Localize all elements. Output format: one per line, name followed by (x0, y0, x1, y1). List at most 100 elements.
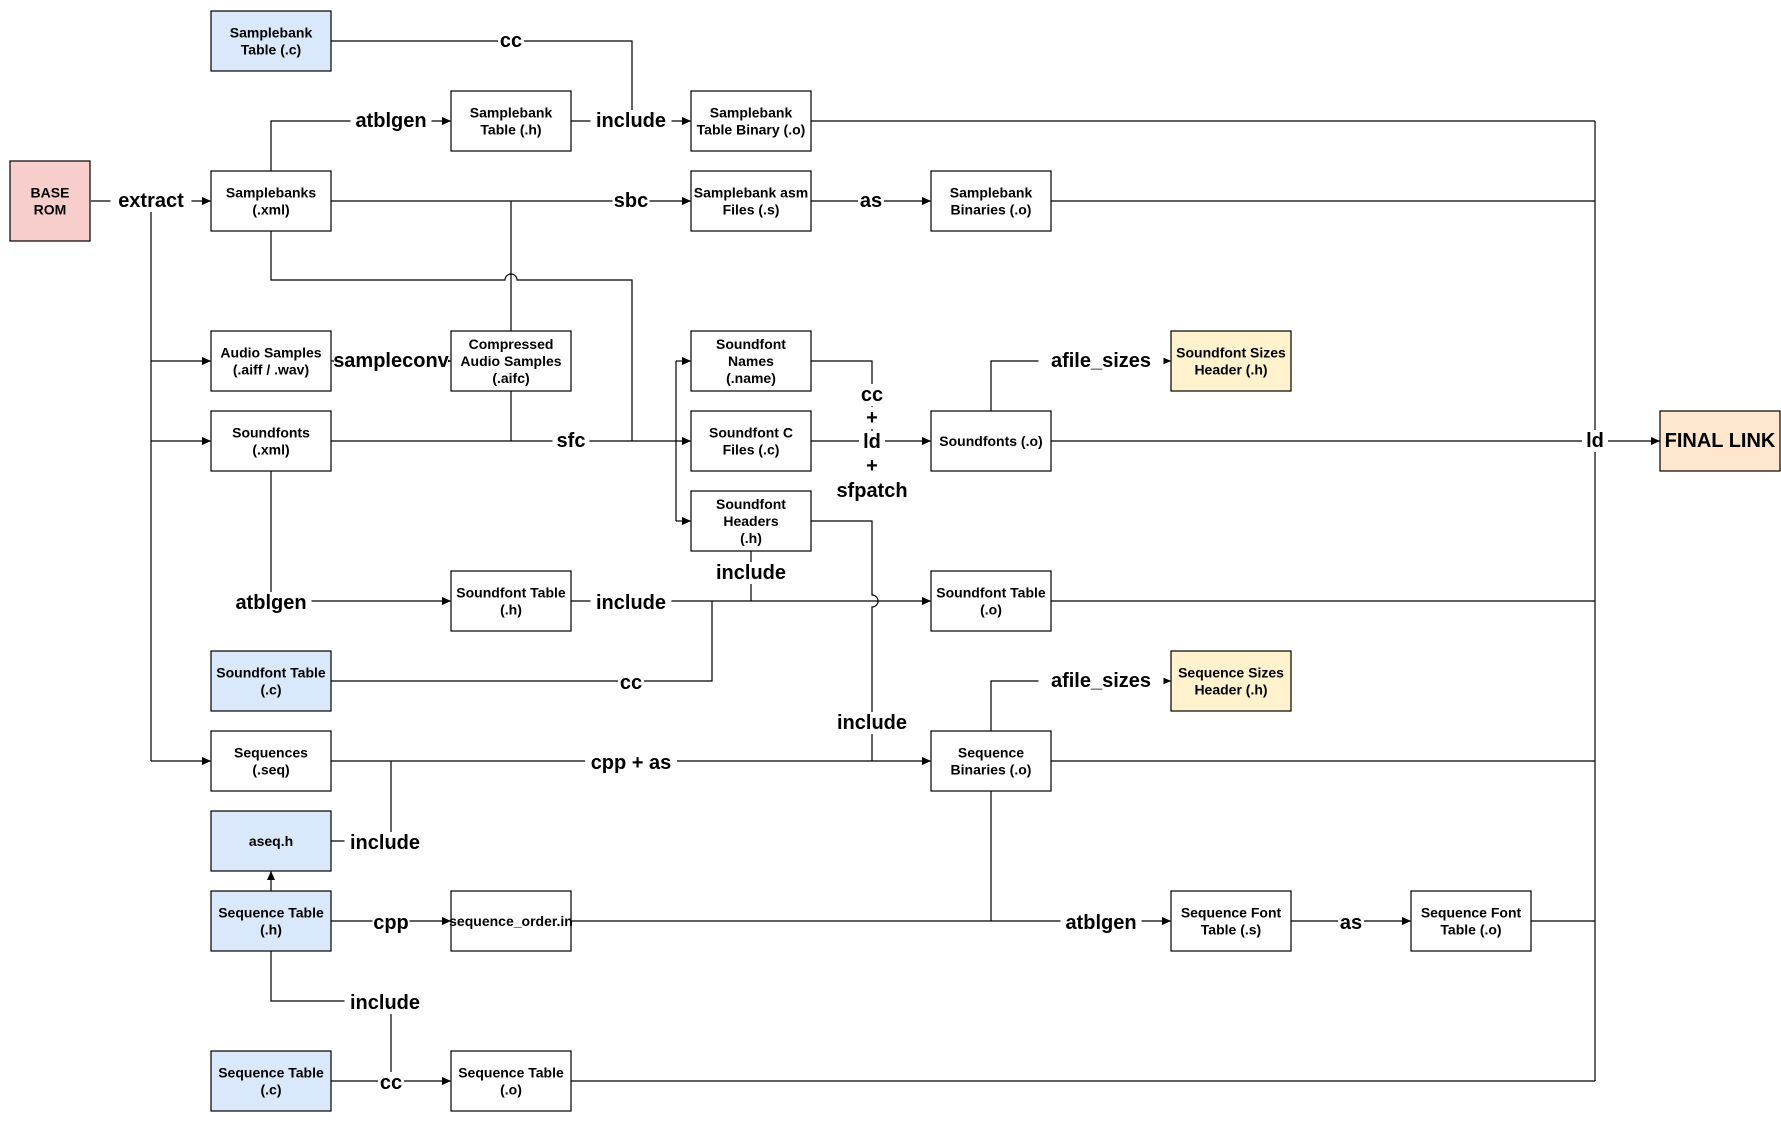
node-box (1170, 330, 1292, 392)
node-box (210, 170, 332, 232)
node-label: Sequence Font (1181, 905, 1282, 921)
node-sequence-table-c: Sequence Table(.c) (210, 1050, 332, 1112)
node-label: Table (.o) (1440, 922, 1501, 938)
node-audio-samples: Audio Samples(.aiff / .wav) (210, 330, 332, 392)
node-label: (.xml) (252, 442, 289, 458)
node-box (210, 10, 332, 72)
label-cc-ld-sfpatch-4-bg (831, 480, 913, 502)
node-label: Audio Samples (460, 353, 561, 369)
label-include-samplebank-bg (590, 110, 672, 132)
node-label: (.seq) (252, 762, 289, 778)
node-box (450, 570, 572, 632)
node-label: (.c) (261, 1082, 282, 1098)
node-box (1659, 410, 1781, 472)
node-label: Sequence Table (218, 905, 324, 921)
node-label: (.xml) (252, 202, 289, 218)
node-final-link: FINAL LINK (1659, 410, 1781, 472)
label-atblgen-sequence-bg (1060, 912, 1142, 934)
node-samplebanks-xml: Samplebanks(.xml) (210, 170, 332, 232)
node-box (9, 160, 91, 242)
label-atblgen-soundfont: atblgen (235, 592, 306, 614)
node-label: (.name) (726, 370, 776, 386)
label-include-sequence-table-bg (344, 992, 426, 1014)
node-label: Sequence (958, 745, 1024, 761)
node-label: aseq.h (249, 833, 293, 849)
label-cpp-as-bg (585, 752, 677, 774)
node-box (930, 730, 1052, 792)
node-box (690, 90, 812, 152)
node-label: Table (.c) (241, 42, 301, 58)
node-box (450, 890, 572, 952)
label-cc-ld-sfpatch-2: ld (863, 431, 881, 453)
node-label: Table (.s) (1201, 922, 1261, 938)
node-label: Files (.c) (723, 442, 780, 458)
node-box (690, 170, 812, 232)
label-cc-ld-sfpatch-3-bg (864, 455, 880, 477)
node-label: Soundfont C (709, 425, 793, 441)
node-aseq-h: aseq.h (210, 810, 332, 872)
label-cc-samplebank: cc (500, 30, 522, 52)
node-box (1170, 650, 1292, 712)
label-atblgen-sequence: atblgen (1065, 912, 1136, 934)
node-label: (.c) (261, 682, 282, 698)
node-label: Sequence Table (458, 1065, 564, 1081)
node-box (690, 490, 812, 552)
label-cc-ld-sfpatch-3: + (866, 455, 878, 477)
node-label: Soundfonts (232, 425, 310, 441)
node-label: (.o) (980, 602, 1002, 618)
node-label: Sequence Font (1421, 905, 1522, 921)
label-afile-sizes-soundfont-bg (1038, 350, 1164, 372)
label-include-sequence-table: include (350, 992, 420, 1014)
node-sequence-table-h: Sequence Table(.h) (210, 890, 332, 952)
node-box (450, 90, 572, 152)
label-sampleconv-bg (334, 350, 448, 372)
node-label: Names (728, 353, 774, 369)
label-extract-bg (110, 190, 192, 212)
node-label: Header (.h) (1194, 682, 1267, 698)
node-label: Table Binary (.o) (697, 122, 806, 138)
label-include-soundfont-table-bg (590, 592, 672, 614)
label-cc-ld-sfpatch-0-bg (859, 384, 885, 406)
label-as-samplebank-bg (858, 190, 884, 212)
node-soundfont-table-h: Soundfont Table(.h) (450, 570, 572, 632)
label-cc-ld-sfpatch-1: + (866, 407, 878, 429)
node-label: ROM (34, 202, 67, 218)
label-sfc-bg (552, 430, 590, 452)
edge-include-sequence-table (270, 951, 392, 1081)
node-box (210, 810, 332, 872)
label-cc-ld-sfpatch-4: sfpatch (836, 480, 907, 502)
label-cc-ld-sfpatch-1-bg (864, 407, 880, 429)
node-box (930, 410, 1052, 472)
node-soundfont-table-c: Soundfont Table(.c) (210, 650, 332, 712)
node-label: Sequence Sizes (1178, 665, 1284, 681)
node-label: Soundfont Table (936, 585, 1046, 601)
node-label: Sequence Table (218, 1065, 324, 1081)
edge-soundfonts-atblgen (270, 471, 451, 605)
label-cpp: cpp (373, 912, 409, 934)
node-label: Sequences (234, 745, 308, 761)
node-box (450, 330, 572, 392)
node-label: (.aifc) (492, 370, 529, 386)
node-box (930, 570, 1052, 632)
node-sequence-table-o: Sequence Table(.o) (450, 1050, 572, 1112)
node-box (690, 410, 812, 472)
node-label: Soundfont Table (456, 585, 566, 601)
node-box (1410, 890, 1532, 952)
label-sampleconv: sampleconv (333, 350, 449, 372)
label-cc-soundfont-table: cc (620, 672, 642, 694)
